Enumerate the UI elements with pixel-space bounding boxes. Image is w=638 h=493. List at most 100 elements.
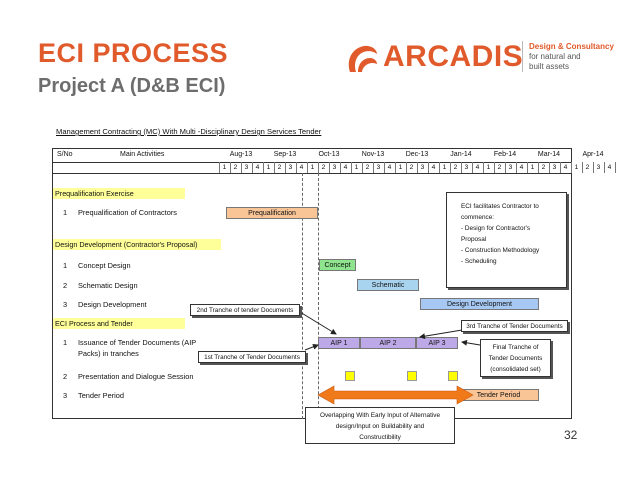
quarter-divider (307, 162, 308, 173)
month-header: Sep-13 (273, 151, 297, 158)
quarter-cell: 1 (574, 164, 579, 171)
month-header: Oct-13 (318, 151, 340, 158)
callout-line: (consolidated set) (490, 366, 541, 373)
logo-wordmark: ARCADIS (383, 40, 524, 73)
callout-line: Overlapping With Early Input of Alternat… (319, 412, 441, 419)
callout-line: Constructibility (359, 434, 401, 441)
notes-line: commence: (461, 214, 495, 221)
quarter-cell: 2 (365, 164, 370, 171)
quarter-cell: 3 (508, 164, 513, 171)
month-header: Apr-14 (582, 151, 604, 158)
quarter-cell: 3 (288, 164, 293, 171)
quarter-divider (483, 162, 484, 173)
quarter-divider (472, 162, 473, 173)
quarter-divider (241, 162, 242, 173)
quarter-cell: 2 (541, 164, 546, 171)
callout-line: Tender Documents (488, 355, 543, 362)
row-label: Tender Period (78, 391, 125, 400)
row-label: Schematic Design (78, 281, 138, 290)
bar-concept: Concept (319, 259, 356, 271)
quarter-cell: 1 (310, 164, 315, 171)
month-header: Nov-13 (361, 151, 385, 158)
callout-line: Final Tranche of (492, 344, 539, 351)
quarter-divider (219, 162, 220, 173)
quarter-divider (329, 162, 330, 173)
bar-aip1: AIP 1 (318, 337, 360, 349)
quarter-divider (560, 162, 561, 173)
quarter-divider (395, 162, 396, 173)
quarter-cell: 4 (299, 164, 304, 171)
quarter-cell: 2 (497, 164, 502, 171)
section-prequalification: Prequalification Exercise (53, 188, 185, 199)
notes-line: - Design for Contractor's (461, 225, 531, 232)
quarter-divider (417, 162, 418, 173)
bar-aip2: AIP 2 (360, 337, 416, 349)
dashed-guide-line (318, 173, 319, 419)
quarter-divider (450, 162, 451, 173)
quarter-divider (373, 162, 374, 173)
quarter-divider (384, 162, 385, 173)
callout-final-tranche: Final Tranche of Tender Documents (conso… (480, 339, 551, 377)
column-header-activities: Main Activities (120, 151, 165, 158)
header-divider (52, 162, 572, 163)
tagline-line: built assets (529, 62, 570, 71)
quarter-cell: 2 (277, 164, 282, 171)
month-header: Aug-13 (229, 151, 253, 158)
quarter-divider (439, 162, 440, 173)
quarter-cell: 4 (607, 164, 612, 171)
quarter-cell: 4 (431, 164, 436, 171)
callout-2nd-tranche: 2nd Tranche of tender Documents (190, 304, 300, 316)
quarter-cell: 2 (585, 164, 590, 171)
quarter-divider (428, 162, 429, 173)
bar-design-development: Design Development (420, 298, 539, 310)
quarter-cell: 1 (266, 164, 271, 171)
quarter-cell: 4 (255, 164, 260, 171)
bar-schematic: Schematic (357, 279, 419, 291)
overlap-double-arrow (317, 385, 474, 405)
quarter-divider (549, 162, 550, 173)
quarter-divider (582, 162, 583, 173)
notes-line: Proposal (461, 236, 487, 243)
header-divider (52, 173, 572, 174)
notes-line: ECI facilitates Contractor to (461, 203, 539, 210)
chart-title: Management Contracting (MC) With Multi -… (56, 127, 322, 136)
quarter-cell: 2 (453, 164, 458, 171)
row-label: Presentation and Dialogue Session (78, 372, 194, 381)
row-label: Prequalification of Contractors (78, 208, 178, 217)
quarter-divider (406, 162, 407, 173)
dashed-guide-line (302, 173, 303, 419)
bar-prequalification: Prequalification (226, 207, 318, 219)
notes-line: - Construction Methodology (461, 247, 540, 254)
row-number: 2 (63, 372, 68, 381)
row-number: 1 (63, 338, 68, 347)
dialogue-session-marker (345, 371, 355, 381)
section-eci-process: ECI Process and Tender (53, 318, 185, 329)
quarter-cell: 1 (222, 164, 227, 171)
quarter-cell: 3 (464, 164, 469, 171)
month-header: Dec-13 (405, 151, 429, 158)
row-number: 1 (63, 261, 68, 270)
row-number: 1 (63, 208, 68, 217)
row-label: Packs) in tranches (78, 349, 139, 358)
quarter-divider (230, 162, 231, 173)
quarter-cell: 3 (244, 164, 249, 171)
arcadis-logo-icon (348, 45, 377, 72)
quarter-cell: 4 (519, 164, 524, 171)
quarter-divider (340, 162, 341, 173)
quarter-divider (615, 162, 616, 173)
quarter-cell: 3 (552, 164, 557, 171)
quarter-cell: 1 (530, 164, 535, 171)
quarter-divider (285, 162, 286, 173)
row-number: 2 (63, 281, 68, 290)
quarter-divider (604, 162, 605, 173)
quarter-cell: 2 (321, 164, 326, 171)
notes-line: - Scheduling (461, 258, 497, 265)
row-number: 3 (63, 300, 68, 309)
bar-aip3: AIP 3 (416, 337, 458, 349)
quarter-cell: 3 (332, 164, 337, 171)
eci-notes-box: ECI facilitates Contractor to commence: … (446, 192, 567, 288)
month-header: Feb-14 (493, 151, 517, 158)
quarter-cell: 1 (442, 164, 447, 171)
month-header: Jan-14 (450, 151, 472, 158)
quarter-divider (296, 162, 297, 173)
